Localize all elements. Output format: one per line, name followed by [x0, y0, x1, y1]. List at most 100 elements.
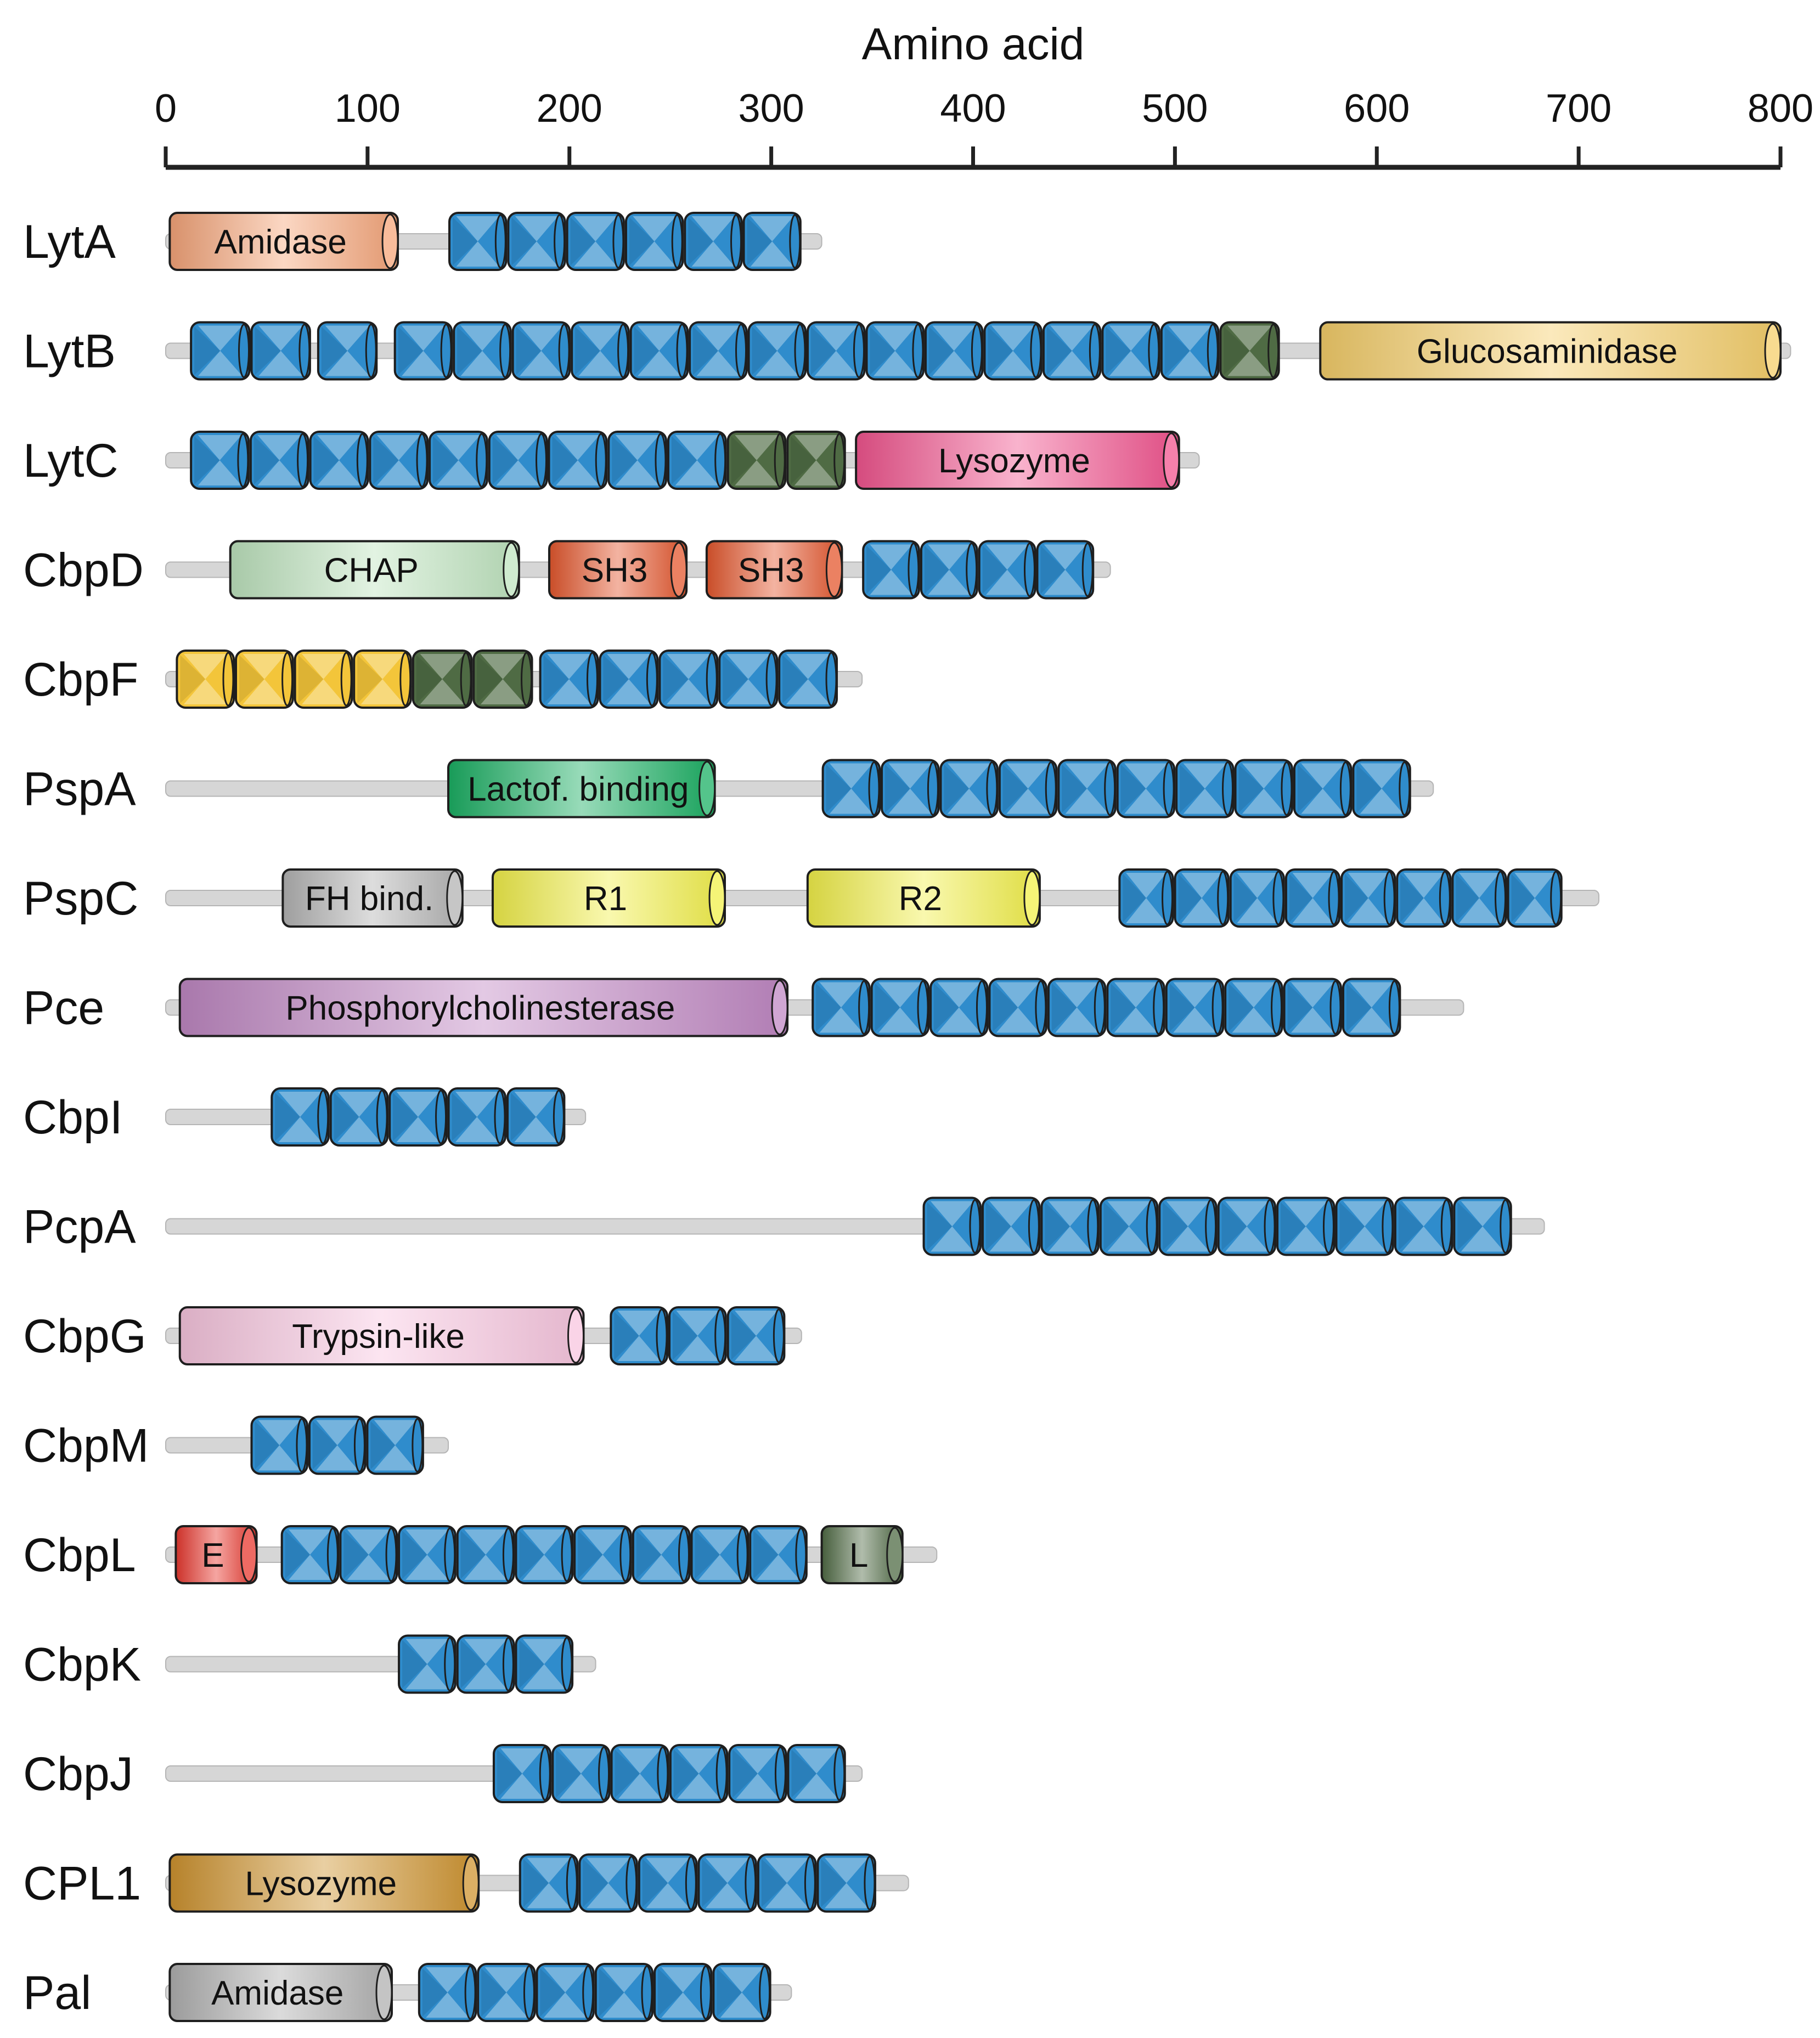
- repeat-shadow: [1123, 874, 1146, 922]
- repeat-end-cap: [773, 1308, 785, 1363]
- protein-name: CbpM: [23, 1420, 149, 1472]
- repeat-shadow: [578, 1531, 603, 1579]
- repeat-end-cap: [825, 652, 837, 707]
- axis-tick-label: 700: [1546, 87, 1611, 131]
- repeat-highlight: [675, 435, 719, 485]
- repeat-shadow: [934, 983, 959, 1032]
- repeat-highlight: [888, 763, 932, 814]
- repeat-end-cap: [1217, 871, 1229, 925]
- repeat-highlight: [405, 1639, 449, 1690]
- repeat-shadow: [614, 1312, 639, 1360]
- repeat-end-cap: [340, 652, 352, 707]
- repeat-end-cap: [612, 214, 624, 269]
- repeat-shadow: [370, 1421, 396, 1470]
- repeat-end-cap: [655, 433, 667, 488]
- repeat-shadow: [511, 217, 537, 266]
- repeat-highlight: [581, 1529, 624, 1580]
- repeat-end-cap: [1045, 761, 1057, 816]
- repeat-end-cap: [714, 433, 726, 488]
- repeat-shadow: [452, 1093, 477, 1141]
- repeat-shadow: [570, 217, 596, 266]
- repeat-end-cap: [908, 543, 920, 597]
- repeat-highlight: [1402, 1201, 1445, 1252]
- repeat-end-cap: [353, 1418, 365, 1472]
- repeat-end-cap: [794, 324, 806, 378]
- repeat-end-cap: [1153, 980, 1165, 1035]
- domain-label: R1: [584, 880, 627, 918]
- repeat-end-cap: [735, 324, 747, 378]
- repeat-shadow: [1062, 764, 1087, 813]
- repeat-shadow: [924, 545, 949, 594]
- domain-label: FH bind.: [305, 880, 433, 918]
- protein-row-cbpf: CbpF: [23, 650, 863, 709]
- repeat-shadow: [1233, 874, 1258, 922]
- repeat-highlight: [1048, 1201, 1092, 1252]
- repeat-end-cap: [656, 1308, 668, 1363]
- repeat-end-cap: [774, 1746, 786, 1801]
- repeat-shadow: [982, 545, 1007, 594]
- protein-row-cbpk: CbpK: [23, 1634, 596, 1694]
- repeat-highlight: [456, 216, 499, 267]
- repeat-shadow: [927, 1202, 953, 1251]
- repeat-end-cap: [976, 980, 988, 1035]
- axis-tick-label: 800: [1748, 87, 1813, 131]
- repeat-shadow: [180, 655, 206, 703]
- repeat-highlight: [1173, 982, 1216, 1033]
- repeat-end-cap: [536, 433, 548, 488]
- domain-end-cap: [698, 761, 716, 816]
- repeat-shadow: [285, 1531, 311, 1579]
- repeat-shadow: [255, 326, 281, 375]
- repeat-shadow: [1457, 1202, 1483, 1251]
- repeat-shadow: [761, 1859, 787, 1907]
- repeat-shadow: [1164, 326, 1190, 375]
- repeat-end-cap: [1163, 761, 1175, 816]
- repeat-highlight: [1006, 763, 1050, 814]
- repeat-end-cap: [685, 1856, 697, 1910]
- repeat-end-cap: [646, 652, 658, 707]
- repeat-end-cap: [385, 1527, 397, 1582]
- repeat-end-cap: [714, 1308, 726, 1363]
- repeat-shadow: [695, 1531, 720, 1579]
- repeat-highlight: [360, 654, 404, 704]
- protein-name: CbpJ: [23, 1748, 133, 1800]
- repeat-shadow: [791, 1749, 817, 1798]
- domain-label: E: [201, 1537, 224, 1574]
- repeat-shadow: [717, 1968, 742, 2017]
- domain-end-cap: [1023, 870, 1041, 926]
- repeat-shadow: [673, 1749, 699, 1798]
- repeat-shadow: [599, 1968, 624, 2017]
- repeat-shadow: [523, 1859, 549, 1907]
- repeat-highlight: [618, 1748, 662, 1799]
- repeat-highlight: [696, 325, 740, 376]
- repeat-end-cap: [1550, 871, 1562, 925]
- repeat-highlight: [989, 1201, 1033, 1252]
- repeat-shadow: [422, 1968, 448, 2017]
- repeat-highlight: [677, 1748, 720, 1799]
- protein-row-cbpm: CbpM: [23, 1415, 449, 1475]
- repeat-shadow: [1224, 326, 1250, 375]
- repeat-shadow: [1221, 1202, 1247, 1251]
- protein-name: PspA: [23, 763, 136, 816]
- repeat-shadow: [510, 1093, 536, 1141]
- repeat-highlight: [1183, 763, 1227, 814]
- repeat-shadow: [1339, 1202, 1365, 1251]
- repeat-highlight: [615, 435, 660, 485]
- repeat-end-cap: [1440, 1199, 1452, 1254]
- protein-row-pcpa: PcpA: [23, 1196, 1545, 1256]
- repeat-highlight: [405, 1529, 449, 1580]
- repeat-end-cap: [671, 214, 683, 269]
- repeat-shadow: [393, 1093, 418, 1141]
- repeat-end-cap: [1104, 761, 1116, 816]
- repeat-end-cap: [586, 652, 598, 707]
- repeat-shadow: [343, 1531, 369, 1579]
- repeat-shadow: [603, 655, 629, 703]
- repeat-highlight: [455, 1092, 499, 1142]
- domain-end-cap: [670, 542, 688, 597]
- domain-label: R2: [899, 880, 942, 918]
- repeat-shadow: [1346, 983, 1372, 1032]
